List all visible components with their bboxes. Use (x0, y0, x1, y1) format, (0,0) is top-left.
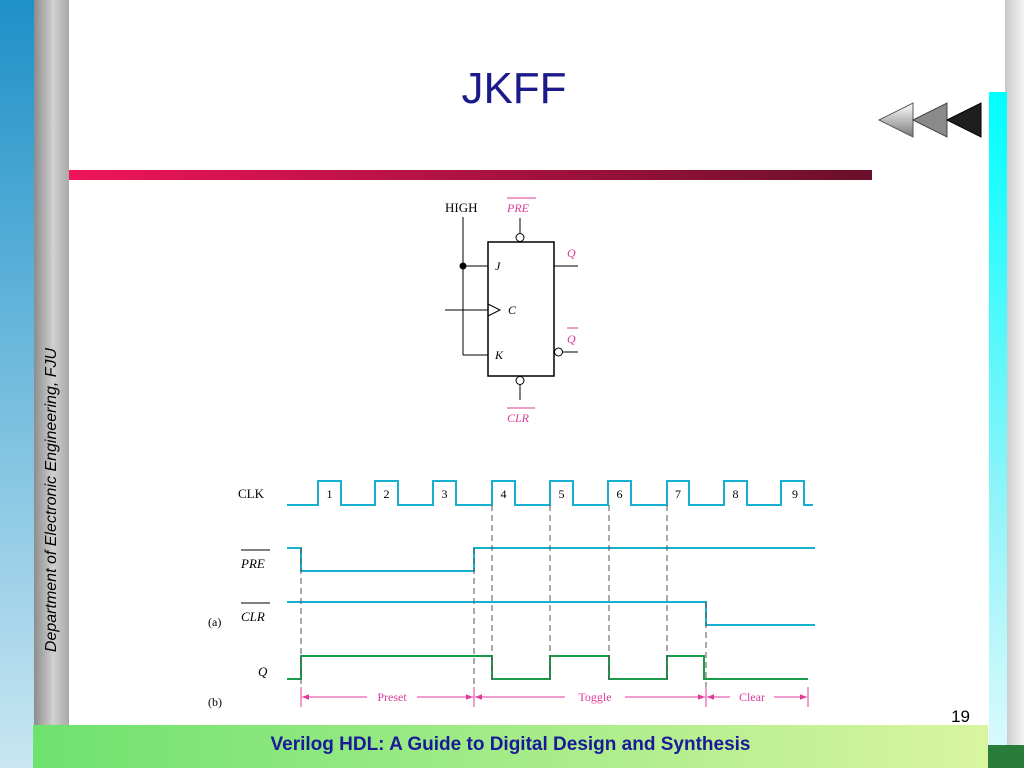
footer-corner-block (988, 745, 1024, 768)
back-navigation[interactable] (877, 100, 987, 140)
footer-text: Verilog HDL: A Guide to Digital Design a… (270, 734, 751, 755)
k-label: K (494, 348, 504, 362)
clock-triangle (487, 303, 502, 317)
pre-label: PRE (506, 201, 530, 215)
pulse-number: 1 (327, 487, 333, 501)
high-label: HIGH (445, 200, 478, 215)
clr-bubble (515, 376, 525, 385)
q-signal-label: Q (258, 664, 268, 679)
clr-waveform (287, 601, 815, 626)
pulse-number: 4 (501, 487, 507, 501)
first-arrow-icon[interactable] (945, 102, 982, 138)
previous-arrow-icon[interactable] (911, 102, 948, 138)
page-number: 19 (951, 707, 970, 726)
previous-arrow-icon[interactable] (877, 102, 914, 138)
jkff-diagram: HIGH J C K PRE CLR Q Q CLK PRE CLR Q (a)… (208, 197, 815, 709)
left-gray-bar (34, 0, 69, 725)
timing-diagram: CLK PRE CLR Q (a) (b) 1 2 3 4 5 6 7 8 9 (208, 480, 815, 709)
clk-pulse-numbers: 1 2 3 4 5 6 7 8 9 (327, 487, 799, 501)
pulse-number: 2 (384, 487, 390, 501)
q-waveform (287, 655, 808, 680)
left-blue-bar (0, 0, 34, 768)
part-a-label: (a) (208, 615, 221, 629)
toggle-label: Toggle (578, 690, 611, 704)
part-b-label: (b) (208, 695, 222, 709)
right-gray-strip (1005, 0, 1024, 768)
title-rule (69, 170, 872, 180)
pulse-number: 8 (733, 487, 739, 501)
qbar-bubble (554, 347, 563, 357)
pre-bubble (515, 233, 525, 242)
slide-title: JKFF (461, 64, 567, 113)
side-text: Department of Electronic Engineering, FJ… (34, 0, 69, 725)
flipflop-box (487, 241, 555, 377)
pre-waveform (287, 547, 815, 572)
pre-signal-label: PRE (240, 556, 265, 571)
phase-annotations: Preset Toggle Clear (300, 687, 809, 707)
preset-label: Preset (377, 690, 407, 704)
footer-bar (33, 725, 988, 768)
qbar-label: Q (567, 332, 576, 346)
clk-label: CLK (238, 486, 265, 501)
pulse-number: 6 (617, 487, 623, 501)
pulse-number: 3 (442, 487, 448, 501)
clr-signal-label: CLR (241, 609, 265, 624)
pulse-number: 9 (792, 487, 798, 501)
flipflop-symbol: HIGH J C K PRE CLR Q Q (445, 197, 578, 425)
department-label: Department of Electronic Engineering, FJ… (42, 347, 60, 653)
clr-label: CLR (507, 411, 530, 425)
right-cyan-strip (989, 92, 1007, 768)
junction-dot (459, 262, 467, 270)
q-label: Q (567, 246, 576, 260)
c-label: C (508, 303, 517, 317)
clk-waveform (287, 480, 813, 506)
clear-label: Clear (739, 690, 765, 704)
j-label: J (495, 259, 501, 273)
pulse-number: 5 (559, 487, 565, 501)
dashed-guides (300, 505, 707, 698)
pulse-number: 7 (675, 487, 681, 501)
